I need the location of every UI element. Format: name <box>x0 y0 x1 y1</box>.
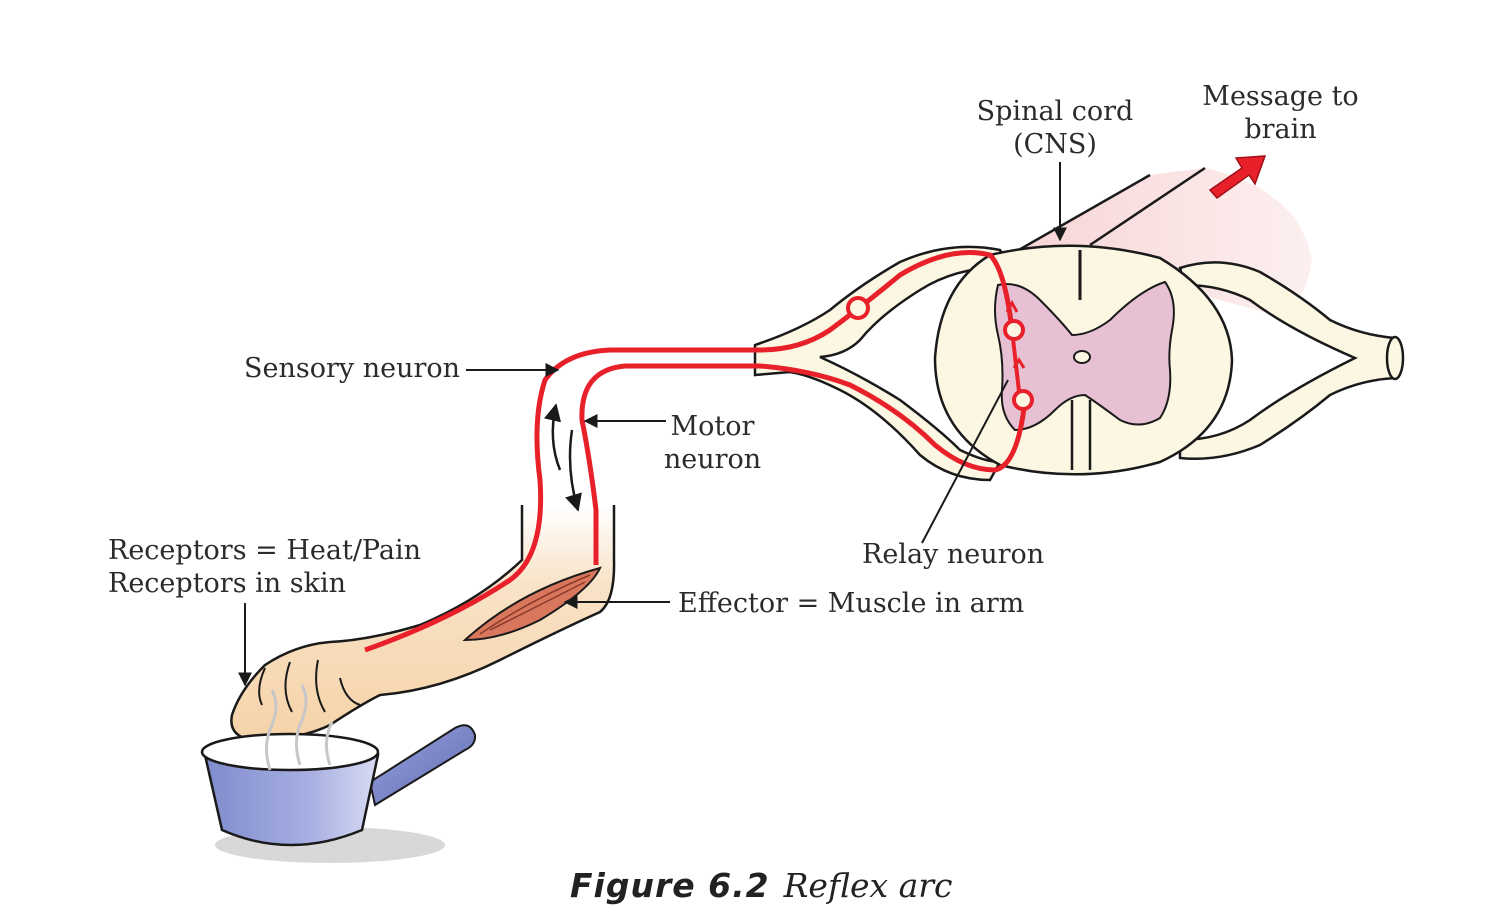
figure-title: Reflex arc <box>783 866 953 905</box>
leader-lines <box>238 162 1067 687</box>
receptors-line1: Receptors = Heat/Pain <box>108 535 421 566</box>
motor-neuron-path <box>579 363 1028 565</box>
effector-label: Effector = Muscle in arm <box>678 588 1025 619</box>
spinal-cord-label-line1: Spinal cord <box>976 96 1134 127</box>
message-to-brain-label: Message to brain <box>1198 80 1363 146</box>
relay-neuron-label: Relay neuron <box>862 539 1045 570</box>
motor-neuron-label: Motor neuron <box>660 410 765 476</box>
message-arrow <box>1208 155 1267 200</box>
receptors-line2: Receptors in skin <box>108 568 346 599</box>
sensory-neuron-label: Sensory neuron <box>244 353 461 384</box>
spinal-cord-label-line2: (CNS) <box>1013 129 1097 160</box>
pan <box>200 684 477 863</box>
message-to-brain-line1: Message to <box>1202 81 1359 112</box>
direction-arrows <box>543 403 582 512</box>
neurons <box>364 250 1034 653</box>
spinal-nerves <box>753 245 1405 482</box>
motor-neuron-line2: neuron <box>663 444 762 475</box>
sensory-neuron-path <box>364 250 1015 653</box>
figure-number: Figure 6.2 <box>570 866 770 905</box>
message-to-brain-line2: brain <box>1244 114 1317 145</box>
spinal-cord-section <box>933 244 1234 476</box>
receptors-label: Receptors = Heat/Pain Receptors in skin <box>108 534 421 600</box>
figure-caption: Figure 6.2 Reflex arc <box>570 866 953 905</box>
spinal-cord-label: Spinal cord (CNS) <box>970 95 1140 161</box>
motor-neuron-line1: Motor <box>670 411 755 442</box>
